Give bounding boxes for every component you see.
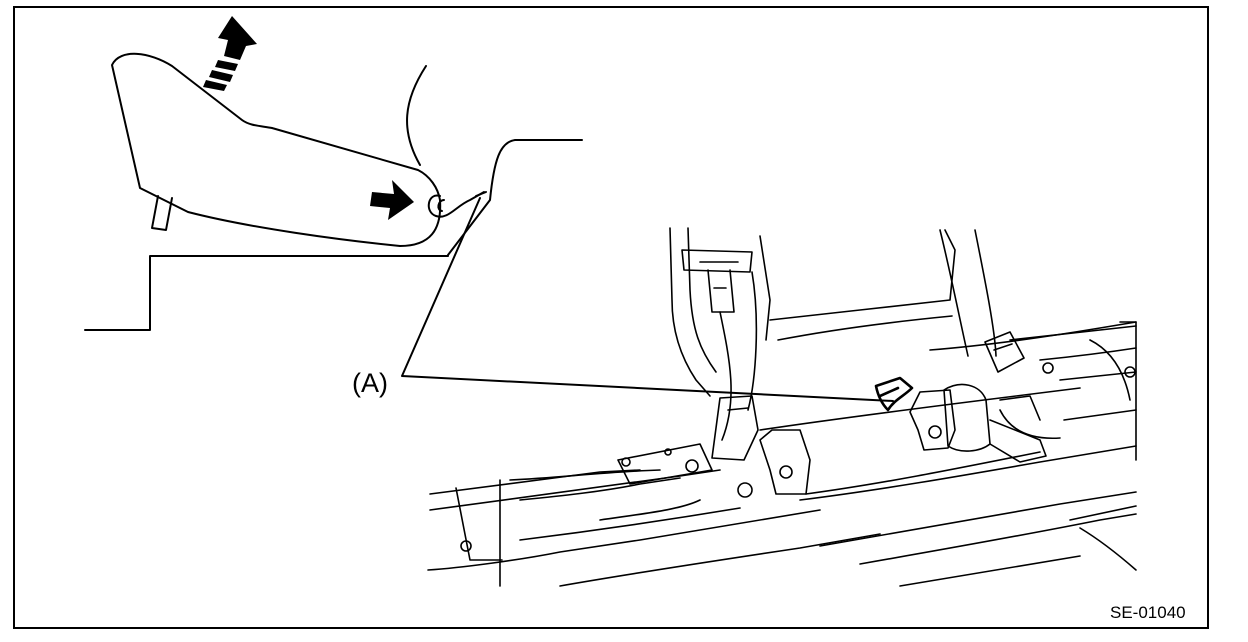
pull-up-arrow-icon	[203, 16, 257, 91]
push-in-arrow-icon	[370, 180, 414, 220]
seat-frame-line	[447, 139, 583, 256]
seat-cushion	[111, 52, 442, 247]
figure-frame	[13, 6, 1209, 629]
callout-label-a: (A)	[352, 368, 388, 398]
figure-id: SE-01040	[1110, 603, 1186, 622]
seat-back-outline	[406, 65, 427, 166]
hook-wire	[427, 191, 485, 218]
inset-cushion-detail	[84, 52, 583, 331]
callout-leader	[401, 197, 894, 402]
cushion-leg	[151, 195, 173, 231]
floor-assembly	[427, 227, 1137, 587]
floor-step-line	[84, 255, 449, 331]
